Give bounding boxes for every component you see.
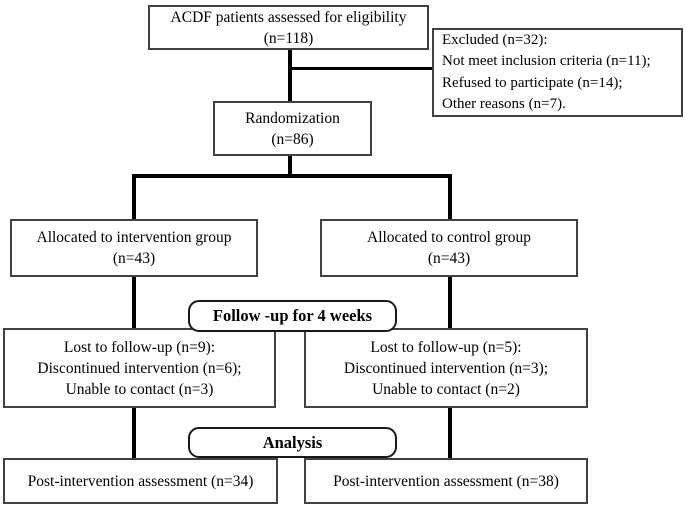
- randomization-text-line2: (n=86): [271, 130, 314, 148]
- lost-followup-control-box: Lost to follow-up (n=5): Discontinued in…: [304, 328, 588, 408]
- post-assessment-intervention-text: Post-intervention assessment (n=34): [27, 472, 254, 490]
- excluded-text-line1: Excluded (n=32):: [442, 31, 548, 48]
- analysis-stage-text: Analysis: [262, 432, 323, 452]
- lost-followup-intervention-box: Lost to follow-up (n=9): Discontinued in…: [3, 328, 276, 408]
- connector-split-to-intervention: [132, 174, 136, 221]
- excluded-text-line4: Other reasons (n=7).: [442, 96, 566, 112]
- post-assessment-intervention-box: Post-intervention assessment (n=34): [3, 458, 278, 504]
- connector-intervention-to-lost: [132, 275, 136, 330]
- followup-stage-label: Follow -up for 4 weeks: [188, 300, 397, 332]
- excluded-box: Excluded (n=32): Not meet inclusion crit…: [432, 28, 683, 117]
- lost-control-text-line2: Discontinued intervention (n=3);: [343, 359, 549, 377]
- randomization-text-line1: Randomization: [245, 109, 340, 127]
- excluded-text-line2: Not meet inclusion criteria (n=11);: [442, 53, 651, 69]
- eligibility-text-line2: (n=118): [263, 29, 314, 47]
- connector-control-to-lost: [448, 275, 452, 330]
- allocation-intervention-text-line2: (n=43): [112, 250, 156, 267]
- randomization-box: Randomization (n=86): [213, 101, 372, 156]
- lost-intervention-text-line1: Lost to follow-up (n=9):: [63, 338, 216, 356]
- connector-split-bar: [132, 174, 452, 178]
- allocation-control-text-line1: Allocated to control group: [367, 229, 531, 246]
- allocation-intervention-box: Allocated to intervention group (n=43): [10, 219, 258, 277]
- eligibility-text-line1: ACDF patients assessed for eligibility: [170, 8, 407, 26]
- lost-intervention-text-line3: Unable to contact (n=3): [65, 380, 214, 398]
- connector-eligibility-to-randomization: [288, 49, 292, 103]
- lost-intervention-text-line2: Discontinued intervention (n=6);: [37, 359, 242, 377]
- post-assessment-control-text: Post-intervention assessment (n=38): [333, 472, 559, 490]
- post-assessment-control-box: Post-intervention assessment (n=38): [304, 458, 588, 504]
- eligibility-box: ACDF patients assessed for eligibility (…: [148, 5, 429, 50]
- connector-lost-to-post-intervention: [132, 406, 136, 462]
- connector-lost-to-post-control: [448, 406, 452, 462]
- followup-stage-text: Follow -up for 4 weeks: [212, 306, 373, 325]
- connector-randomization-stem: [288, 155, 292, 176]
- allocation-control-box: Allocated to control group (n=43): [320, 219, 578, 277]
- lost-control-text-line3: Unable to contact (n=2): [372, 380, 520, 398]
- connector-branch-to-excluded: [290, 67, 434, 70]
- analysis-stage-label: Analysis: [188, 427, 397, 458]
- allocation-control-text-line2: (n=43): [427, 250, 471, 267]
- connector-split-to-control: [448, 174, 452, 221]
- allocation-intervention-text-line1: Allocated to intervention group: [36, 229, 232, 246]
- lost-control-text-line1: Lost to follow-up (n=5):: [370, 338, 522, 356]
- excluded-text-line3: Refused to participate (n=14);: [442, 74, 623, 91]
